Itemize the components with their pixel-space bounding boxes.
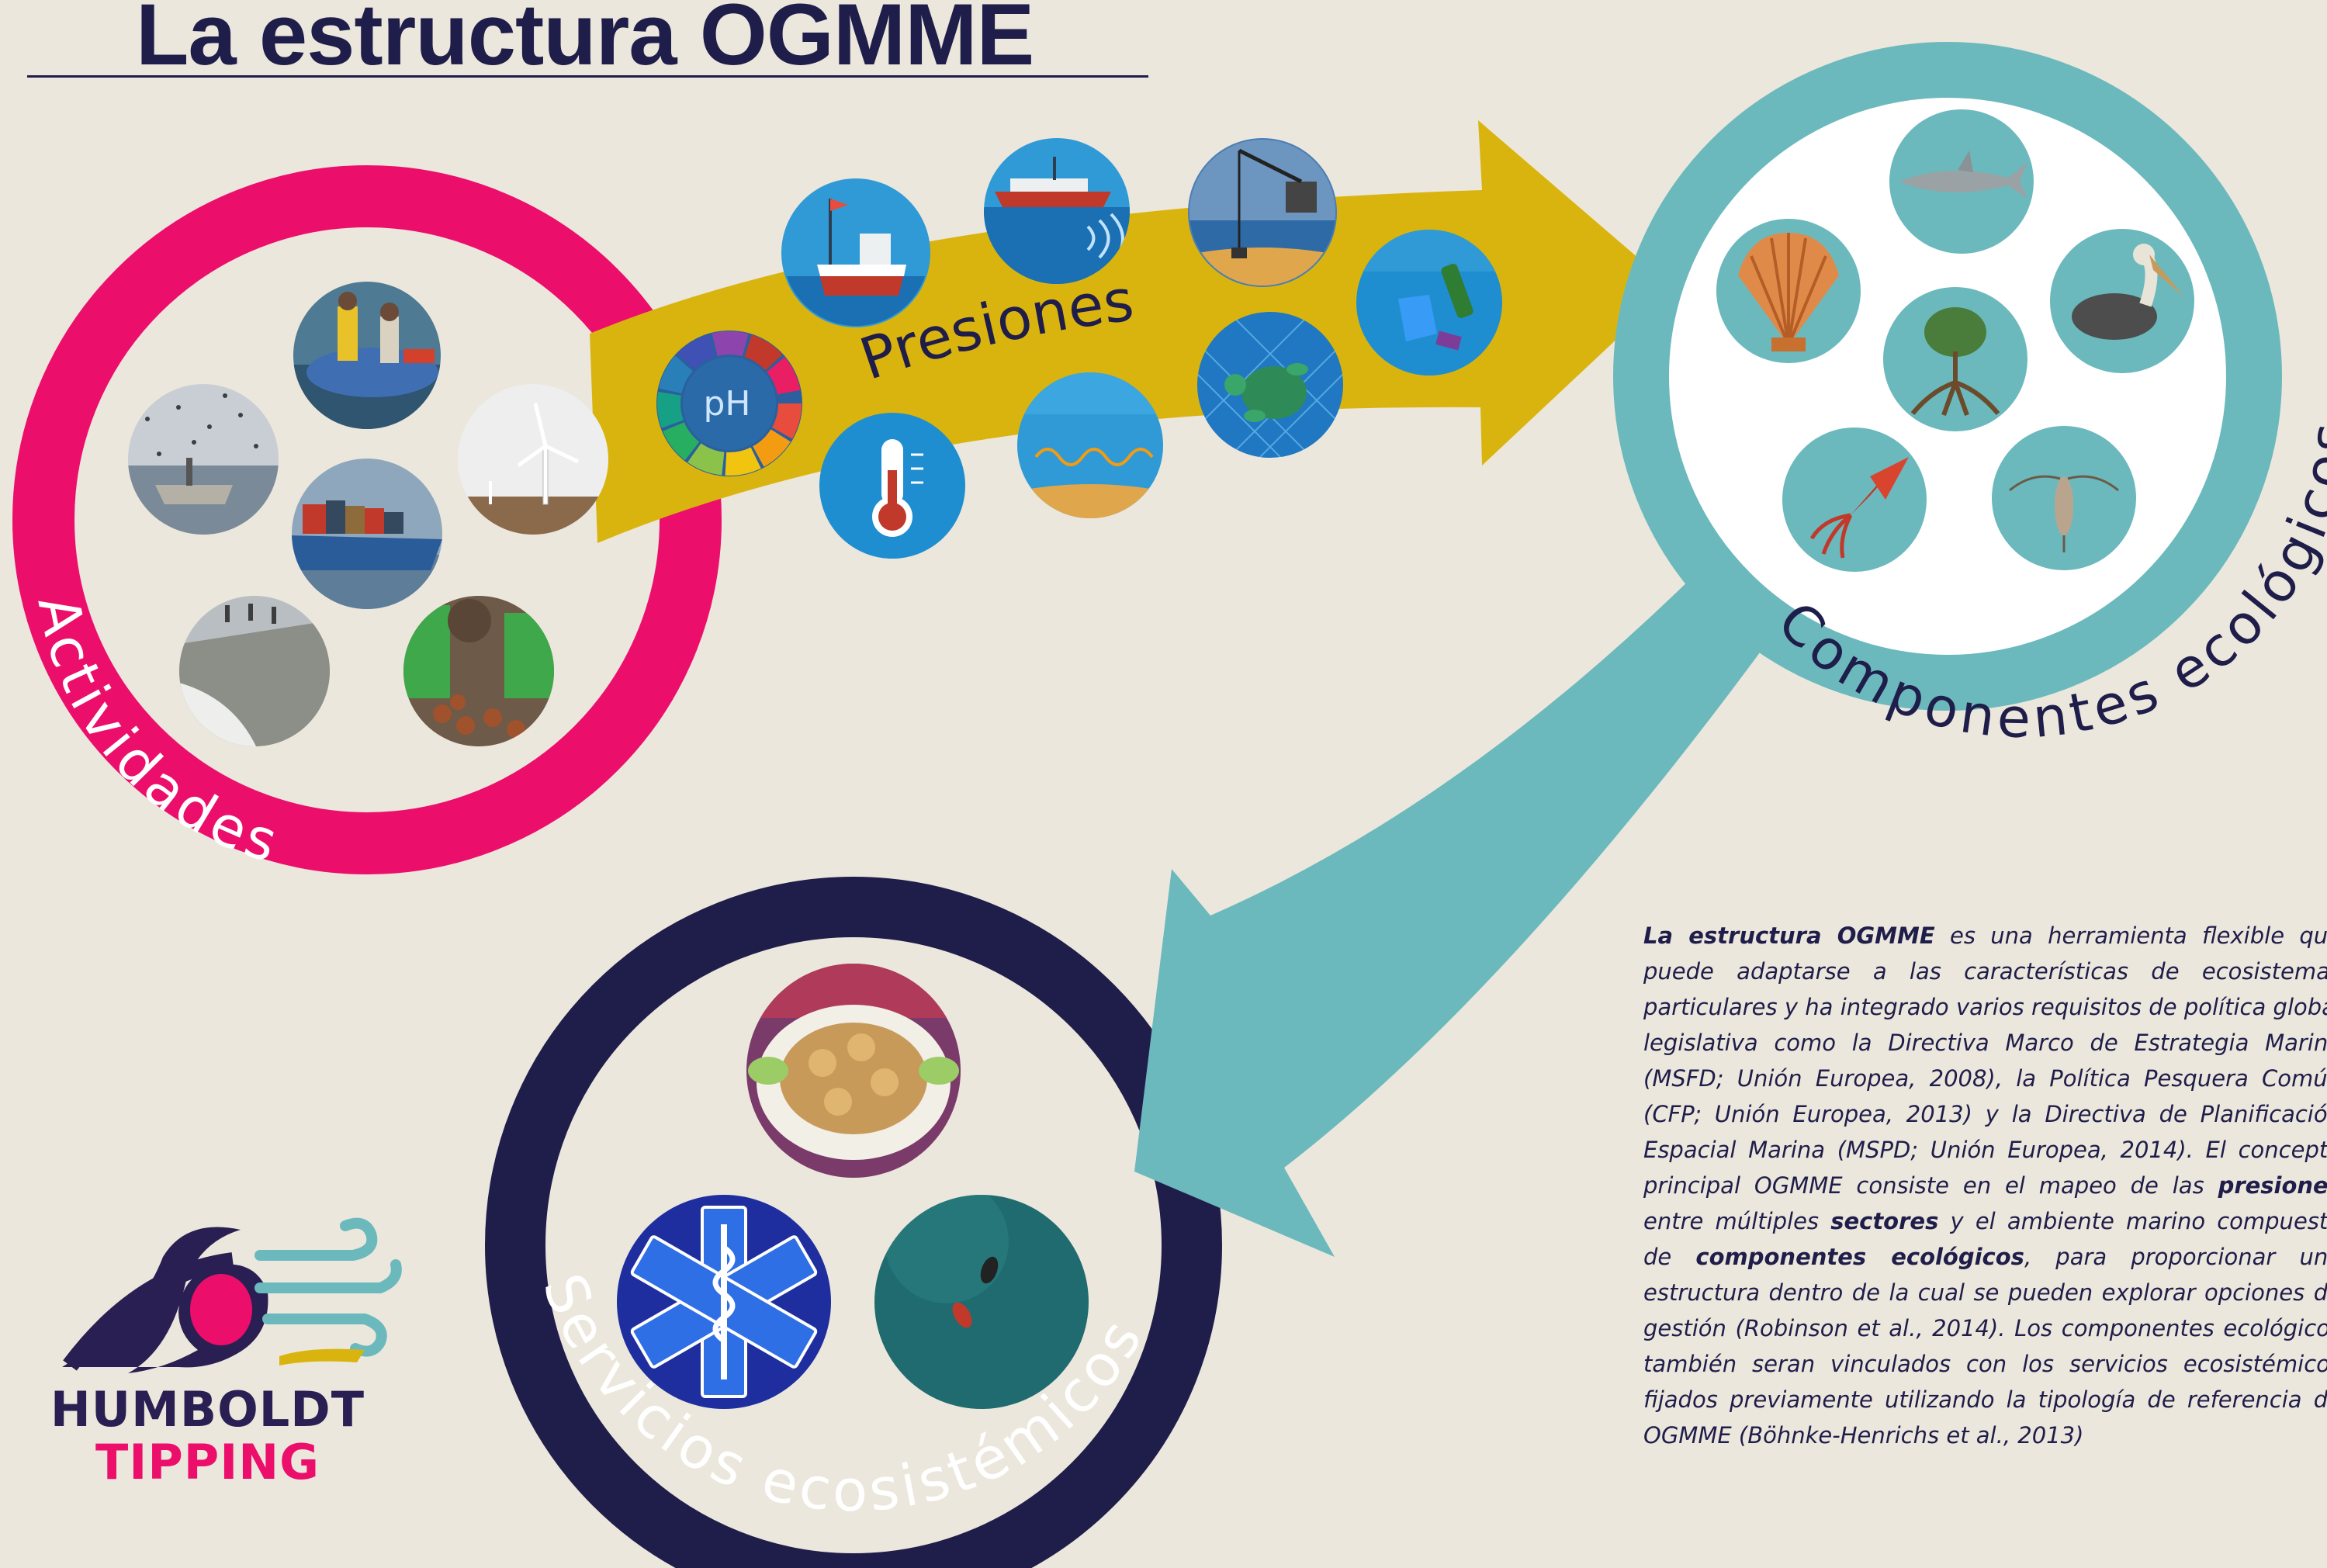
seafood-dish-photo	[746, 964, 961, 1178]
description-bold-title: La estructura OGMME	[1643, 922, 1935, 949]
servicios-ring	[485, 877, 1222, 1568]
wind-turbine-photo	[458, 384, 608, 535]
page-title: La estructura OGMME	[136, 0, 1034, 83]
coast-people-photo	[179, 596, 330, 746]
surfers-aerial-photo	[874, 1195, 1089, 1409]
actividades-ring	[12, 165, 722, 874]
scallop-icon	[1716, 219, 1861, 363]
turtle-net-icon	[1197, 312, 1343, 458]
shark-icon	[1889, 109, 2034, 254]
dredge-icon	[1188, 138, 1337, 287]
ph-icon: pH	[656, 331, 802, 476]
logo-line-tipping: TIPPING	[95, 1434, 320, 1490]
shellfish-harvest-photo	[403, 596, 554, 746]
thermometer-icon	[819, 413, 965, 559]
logo-line-humboldt: HUMBOLDT	[50, 1381, 365, 1438]
title-underline	[27, 75, 1148, 78]
star-of-life-icon	[617, 1195, 831, 1409]
sonar-ship-icon	[984, 138, 1130, 284]
container-ship-photo	[292, 459, 442, 609]
humboldt-tipping-logo	[62, 1217, 402, 1373]
componentes-to-servicios-arrow	[1134, 570, 1800, 1257]
birds-fishing-photo	[128, 384, 279, 535]
description-paragraph: La estructura OGMME es una herramienta f…	[1643, 922, 2327, 1449]
mangrove-icon	[1883, 287, 2027, 431]
fishing-boat-photo	[293, 282, 441, 429]
pelican-icon	[2050, 229, 2194, 373]
zooplankton-icon	[1992, 426, 2136, 570]
squid-icon	[1782, 427, 1927, 572]
ph-label: pH	[703, 384, 750, 424]
